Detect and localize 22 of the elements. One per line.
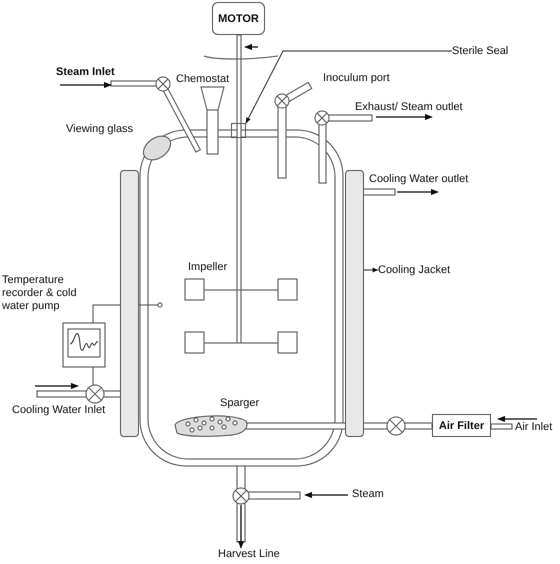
part-label: Air Inlet [515, 421, 552, 434]
part-label: Cooling Water Inlet [12, 404, 106, 417]
part-label: Cooling Water outlet [369, 173, 468, 186]
part-label: Viewing glass [66, 123, 134, 136]
part-label: Impeller [188, 261, 228, 274]
cooling-jacket [120, 170, 139, 437]
leader-line [364, 268, 379, 272]
part-label: Harvest Line [218, 548, 280, 561]
part-label: Sterile Seal [452, 44, 522, 59]
part-label: Cooling Jacket [378, 263, 468, 278]
motor-box: MOTOR [212, 2, 265, 35]
leader-line [246, 50, 452, 124]
part-label: Exhaust/ Steam outlet [355, 101, 463, 114]
seal-box [231, 123, 246, 138]
cooling-jacket [345, 170, 364, 437]
part-label: Sparger [220, 397, 260, 410]
part-label: Steam Inlet [56, 66, 115, 79]
part-label: Chemostat [176, 73, 230, 86]
part-label: Temperature recorder & cold water pump [2, 274, 78, 313]
filter-box: Air Filter [432, 414, 491, 437]
part-label: Steam [352, 488, 384, 501]
part-label: Inoculum port [323, 72, 390, 85]
